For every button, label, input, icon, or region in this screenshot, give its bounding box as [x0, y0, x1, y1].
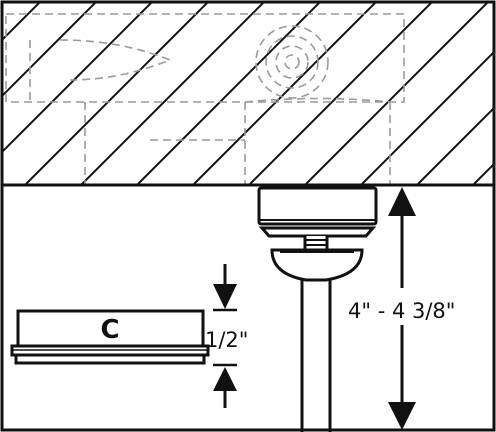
threaded-shank [303, 236, 329, 252]
hatch-line [3, 3, 41, 41]
part-c: C [10, 309, 210, 365]
hatch-line [359, 51, 493, 185]
gap-dimension-label: 1/2" [205, 328, 248, 352]
part-c-base [14, 353, 206, 365]
part-c-body [16, 309, 205, 348]
part-c-label: C [100, 315, 119, 345]
gap-arrow-up [213, 367, 237, 391]
range-dimension-label: 4" - 4 3/8" [348, 299, 455, 323]
hatch-line [3, 3, 153, 153]
mounting-plate [258, 226, 377, 238]
hatch-line [79, 3, 265, 185]
hatch-line [3, 3, 97, 97]
hidden-outline [5, 13, 405, 184]
hatch-line [303, 3, 489, 185]
supply-tube [300, 280, 332, 432]
mounting-nut [257, 186, 378, 226]
hatch-line [247, 3, 433, 185]
range-arrow-down [388, 402, 416, 430]
range-arrow-up [388, 187, 416, 216]
escutcheon-bowl [270, 248, 364, 282]
countertop-section [2, 3, 494, 187]
gap-dimension: 1/2" [205, 264, 248, 408]
range-dimension: 4" - 4 3/8" [348, 187, 455, 430]
countertop-hatching [3, 3, 493, 185]
hatch-line [135, 3, 321, 185]
mounting-assembly [257, 186, 378, 432]
hatch-line [471, 163, 493, 185]
hatch-line [415, 107, 493, 185]
hatch-line [191, 3, 377, 185]
gap-arrow-down [213, 284, 237, 309]
hatch-line [23, 3, 209, 185]
